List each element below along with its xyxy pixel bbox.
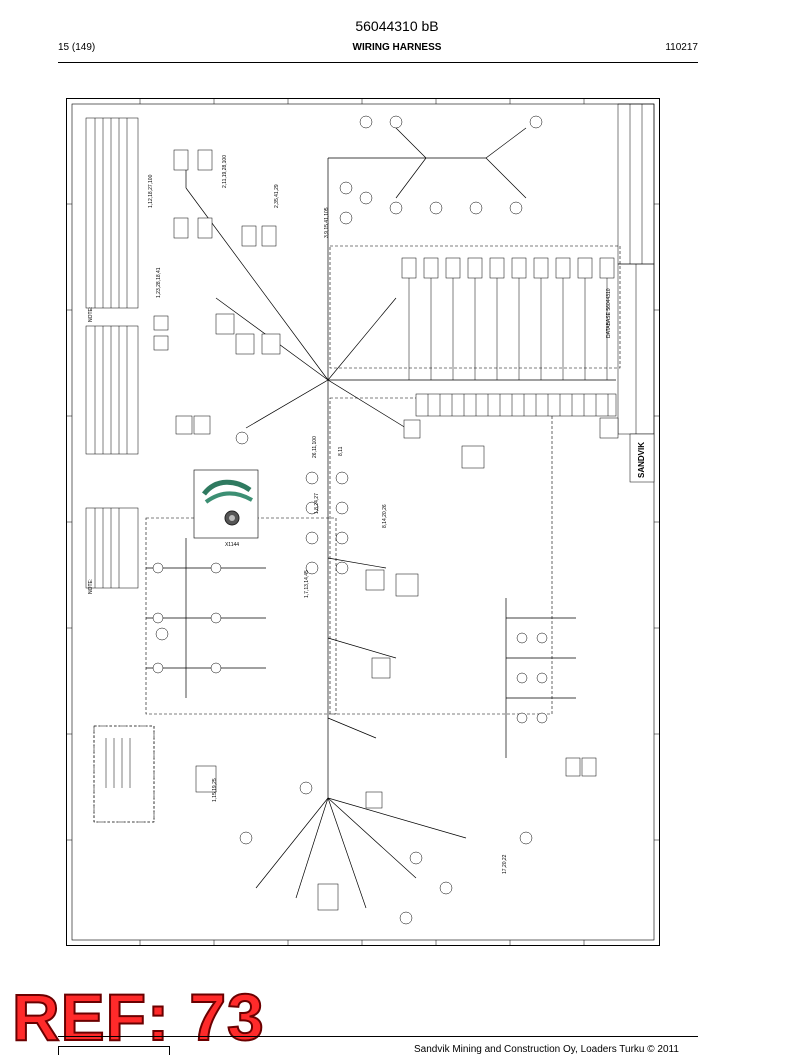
connectors bbox=[153, 149, 619, 911]
detail-box-leads bbox=[105, 738, 131, 788]
header-rule bbox=[58, 62, 698, 63]
section-title: WIRING HARNESS bbox=[352, 42, 442, 53]
callout-10: 8,14,20,26 bbox=[382, 504, 388, 528]
callout-5: 3,9,15,41,105 bbox=[324, 207, 330, 238]
sheet-frame bbox=[66, 98, 660, 946]
callout-4: 2,11,19,28,100 bbox=[222, 155, 228, 188]
callout-2: 1,23,28,18,41 bbox=[156, 267, 162, 298]
title-block bbox=[617, 103, 655, 483]
ref-stamp: REF: 73 bbox=[11, 980, 265, 1054]
sandvik-logo: SANDVIK bbox=[637, 442, 646, 478]
callout-1: 1,12,18,27,100 bbox=[148, 174, 154, 208]
connector-bank-upper-leads bbox=[408, 278, 608, 380]
wire-node-circles bbox=[152, 115, 548, 925]
harness-trunks bbox=[146, 127, 616, 909]
callout-9: 1,7,13,14,45 bbox=[304, 570, 310, 598]
callout-3: 2,35,41,29 bbox=[274, 184, 280, 208]
notes-title-upper: NOTE: bbox=[88, 307, 94, 322]
drawing-id: DATABASE 56044310 bbox=[606, 288, 612, 338]
footer-copyright: Sandvik Mining and Construction Oy, Load… bbox=[414, 1044, 679, 1055]
notes-table-middle bbox=[85, 325, 139, 455]
footer-rule bbox=[58, 1036, 698, 1037]
callout-7: 8,11 bbox=[338, 446, 344, 456]
callout-6: 1,8,24,27 bbox=[314, 493, 320, 514]
zone-ticks bbox=[66, 98, 660, 946]
photo-label: X1144 bbox=[225, 542, 239, 548]
wiring-harness-diagram: NOTE: NOTE: bbox=[66, 98, 660, 946]
callout-11: 1,15,19,25 bbox=[212, 778, 218, 802]
footer-logo bbox=[58, 1046, 170, 1055]
fuse-strip bbox=[415, 393, 617, 417]
notes-title-lower: NOTE: bbox=[88, 579, 94, 594]
callout-8: 26,11,100 bbox=[312, 436, 318, 458]
detail-box bbox=[93, 725, 155, 823]
date-code: 110217 bbox=[665, 42, 698, 53]
notes-table-upper bbox=[85, 117, 139, 309]
page-number: 15 (149) bbox=[58, 42, 96, 53]
callout-12: 17,20,22 bbox=[502, 854, 508, 874]
notes-table-lower bbox=[85, 507, 139, 589]
document-number: 56044310 bB bbox=[355, 18, 439, 34]
connector-photo bbox=[193, 469, 259, 539]
